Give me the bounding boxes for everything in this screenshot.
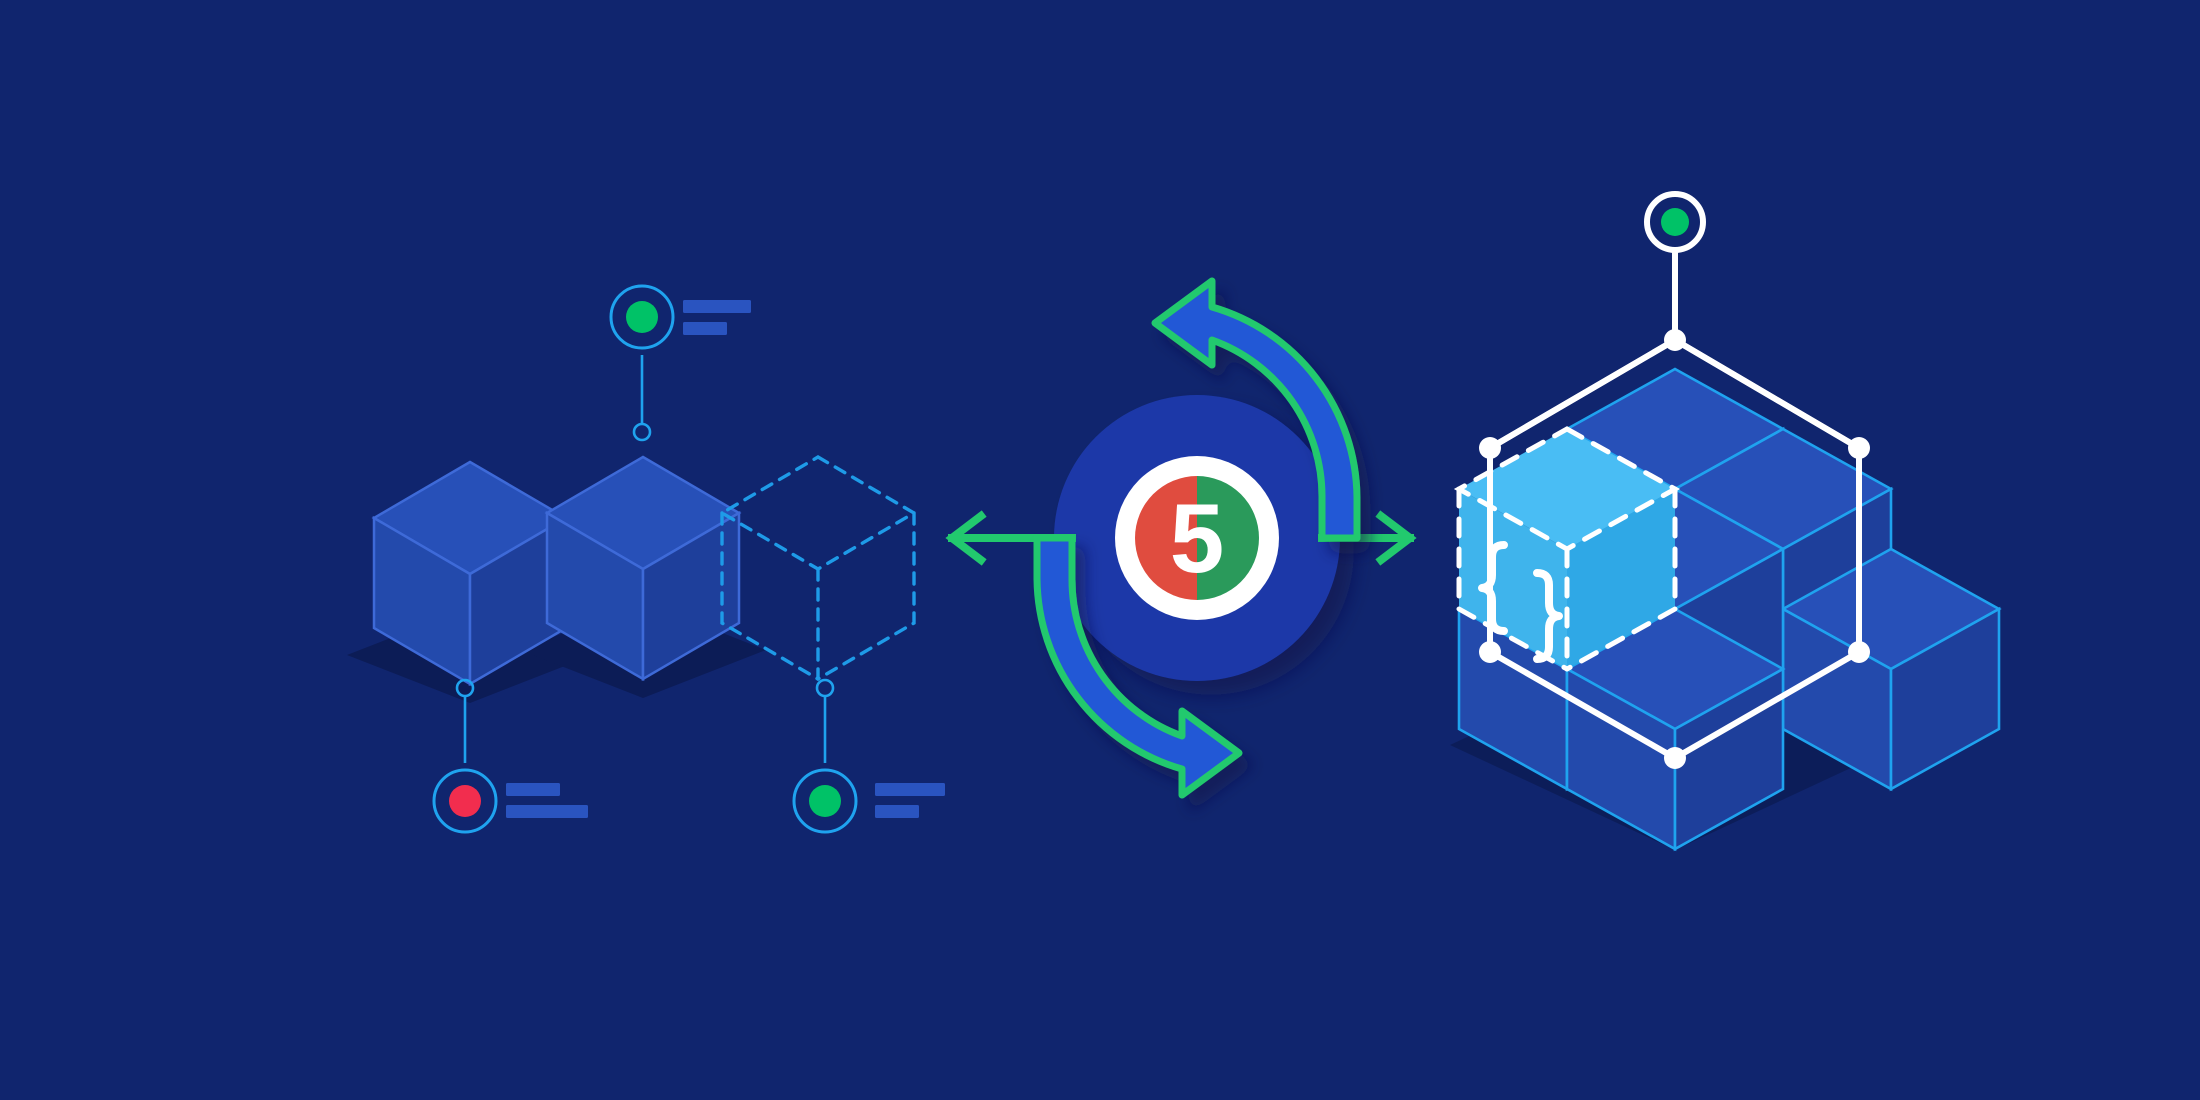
hex-node-lower-right[interactable] — [1848, 641, 1870, 663]
hex-node-bottom[interactable] — [1664, 747, 1686, 769]
cube-right-face — [641, 510, 741, 682]
cube-dashed-wireframe[interactable] — [718, 455, 918, 681]
marker-ring — [1644, 191, 1706, 253]
marker-bottom-red[interactable] — [432, 678, 588, 834]
cycle-arrow-bottom — [1033, 534, 1243, 799]
wireframe-left-edge — [720, 511, 820, 681]
center-migration-badge[interactable]: 5 — [945, 277, 1417, 799]
wireframe-right-edge — [816, 511, 916, 681]
marker-stem-endpoint — [632, 422, 652, 442]
marker-label-bar — [506, 783, 560, 796]
cube-highlight-braces[interactable] — [1453, 426, 1681, 672]
logo-half-red — [1135, 476, 1197, 600]
hex-node-top[interactable] — [1664, 329, 1686, 351]
marker-stem-endpoint — [815, 678, 835, 698]
marker-hex-green[interactable] — [1644, 191, 1706, 253]
highlight-cube-outline-right — [1564, 486, 1678, 672]
marker-ring — [432, 768, 498, 834]
cube-solid-2[interactable] — [544, 455, 742, 682]
marker-label-bar — [683, 300, 751, 313]
cube-solid-1[interactable] — [371, 460, 569, 687]
cycle-arrow-top — [1151, 277, 1361, 542]
marker-ring — [609, 284, 675, 350]
left-cube-cluster — [347, 284, 945, 834]
right-cube-cluster — [1450, 191, 2002, 852]
highlight-cube-outline-left — [1456, 486, 1570, 672]
logo-half-green — [1197, 476, 1259, 600]
logo-digit: 5 — [1170, 483, 1225, 593]
marker-label-bar — [875, 783, 945, 796]
marker-label-bar — [683, 322, 727, 335]
cube-right-face — [1889, 606, 2001, 792]
marker-dot-green — [809, 785, 841, 817]
marker-dot-red — [449, 785, 481, 817]
marker-top-green[interactable] — [609, 284, 751, 442]
marker-bottom-green[interactable] — [792, 678, 945, 834]
marker-dot-green — [1661, 208, 1689, 236]
marker-ring — [792, 768, 858, 834]
cube-right-lower[interactable] — [1780, 547, 2002, 792]
marker-stem-endpoint — [455, 678, 475, 698]
hexagon-nodes — [1479, 329, 1870, 769]
hex-node-upper-right[interactable] — [1848, 437, 1870, 459]
hex-node-upper-left[interactable] — [1479, 437, 1501, 459]
marker-dot-green — [626, 301, 658, 333]
marker-label-bar — [506, 805, 588, 818]
marker-label-bar — [875, 805, 919, 818]
hex-node-lower-left[interactable] — [1479, 641, 1501, 663]
